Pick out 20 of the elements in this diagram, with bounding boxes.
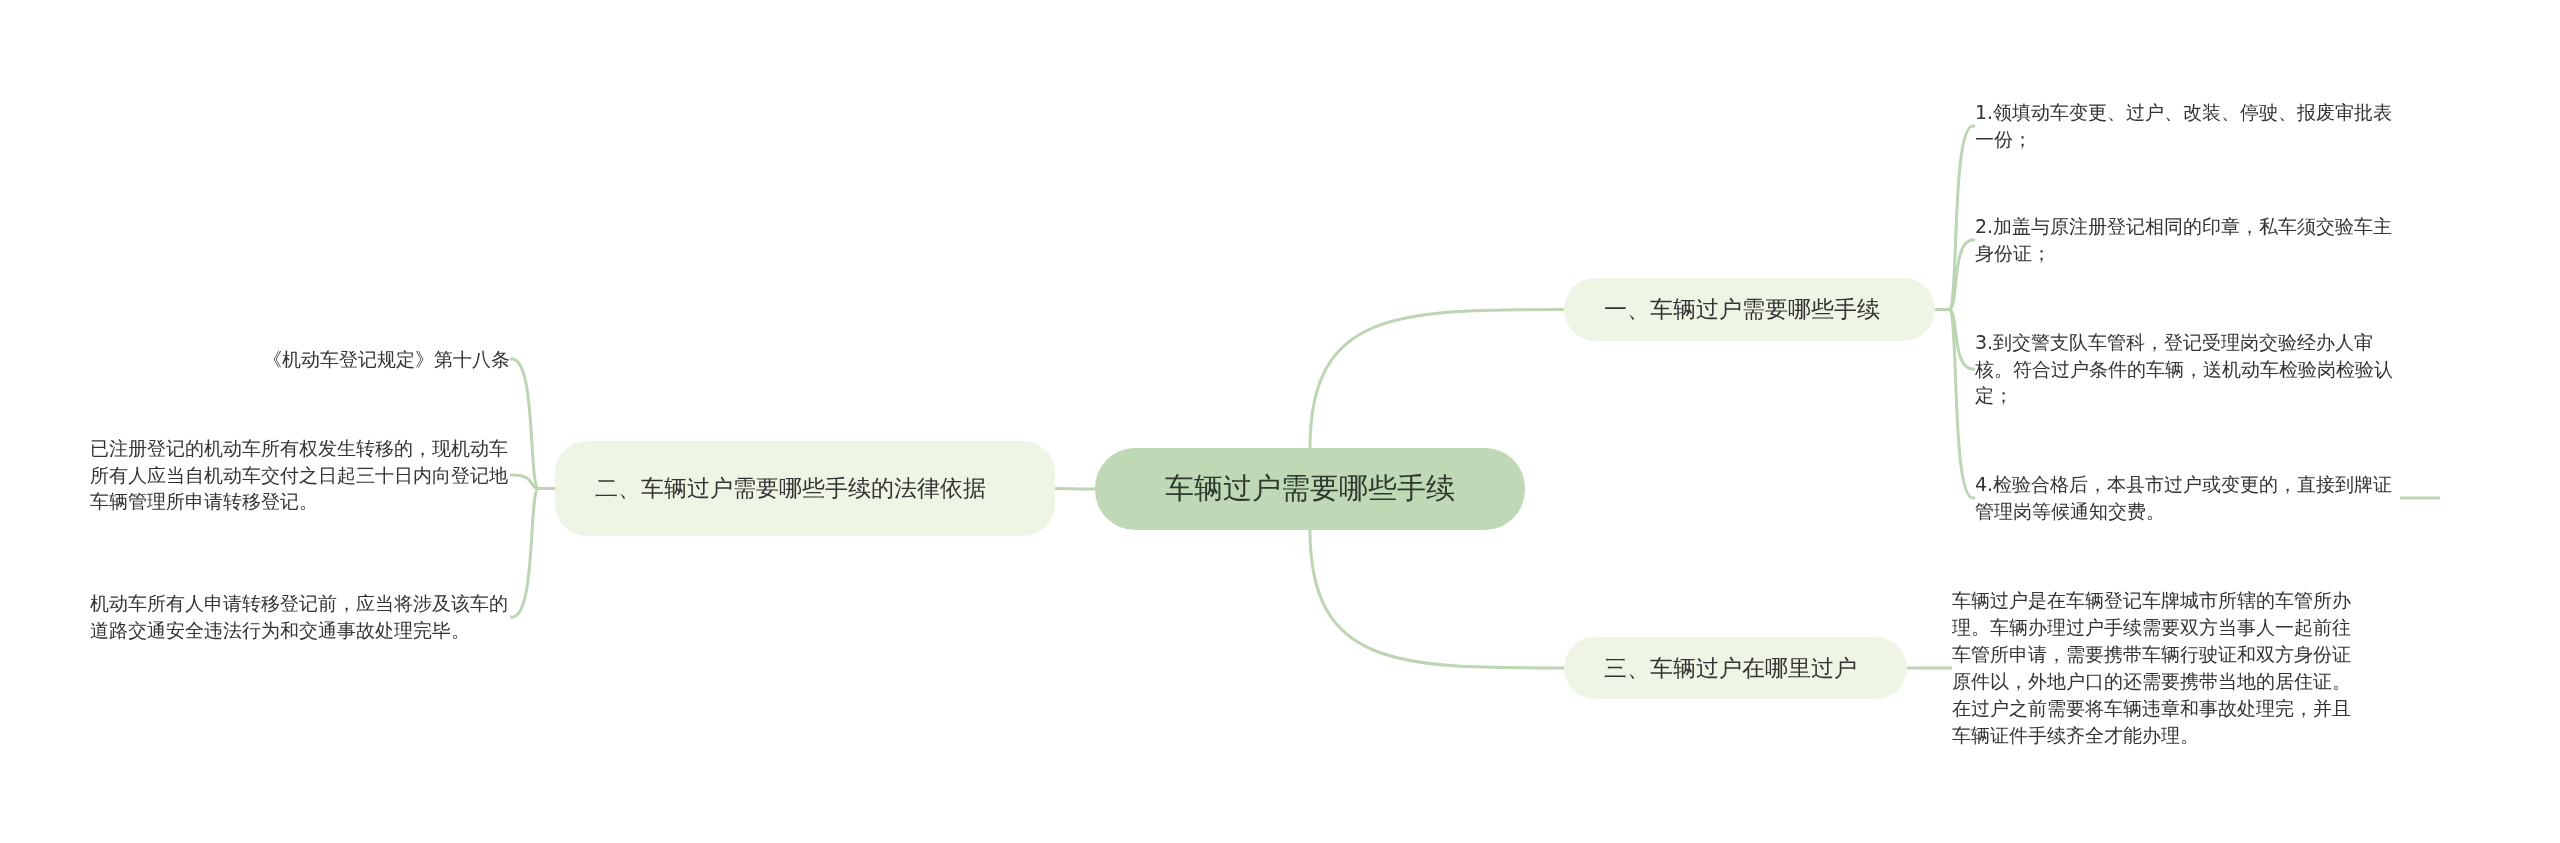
topic-text: 车辆过户是在车辆登记车牌城市所辖的车管所办理。车辆办理过户手续需要双方当事人一起前往车管所申请，需要携带车辆行驶证和双方身份证原件以，外地户口的还需要携带当地的居住证。在过户之前需要将车辆违章和事故处理完，并且车辆证件手续齐全才能办理。: [1952, 588, 2352, 748]
connector-line: [509, 487, 555, 619]
connector-line: [1935, 308, 1976, 500]
topic-text: 机动车所有人申请转移登记前，应当将涉及该车的道路交通安全违法行为和交通事故处理完毕。: [90, 591, 509, 643]
topic-text: 2.加盖与原注册登记相同的印章，私车须交验车主身份证；: [1975, 214, 2394, 266]
topic-text: 已注册登记的机动车所有权发生转移的，现机动车所有人应当自机动车交付之日起三十日内向登记地车辆管理所申请转移登记。: [90, 435, 509, 515]
connector-line: [1308, 529, 1564, 670]
topic-text: 二、车辆过户需要哪些手续的法律依据: [595, 474, 986, 504]
connector-line: [2400, 496, 2440, 500]
topic-text: 一、车辆过户需要哪些手续: [1604, 295, 1880, 325]
topic-text: 1.领填动车变更、过户、改装、停驶、报废审批表一份；: [1975, 100, 2394, 152]
topic-text: 4.检验合格后，本县市过户或变更的，直接到牌证管理岗等候通知交费。: [1975, 472, 2394, 524]
topic-text: 车辆过户需要哪些手续: [1165, 470, 1455, 507]
connector-line: [1907, 666, 1952, 670]
topic-box: [555, 441, 1055, 536]
topic-text: 《机动车登记规定》第十八条: [263, 346, 510, 372]
connector-line: [1055, 487, 1095, 491]
topic-text: 三、车辆过户在哪里过户: [1604, 653, 1857, 683]
connector-line: [1308, 308, 1564, 449]
topic-text: 3.到交警支队车管科，登记受理岗交验经办人审核。符合过户条件的车辆，送机动车检验岗检验认定；: [1975, 329, 2394, 409]
